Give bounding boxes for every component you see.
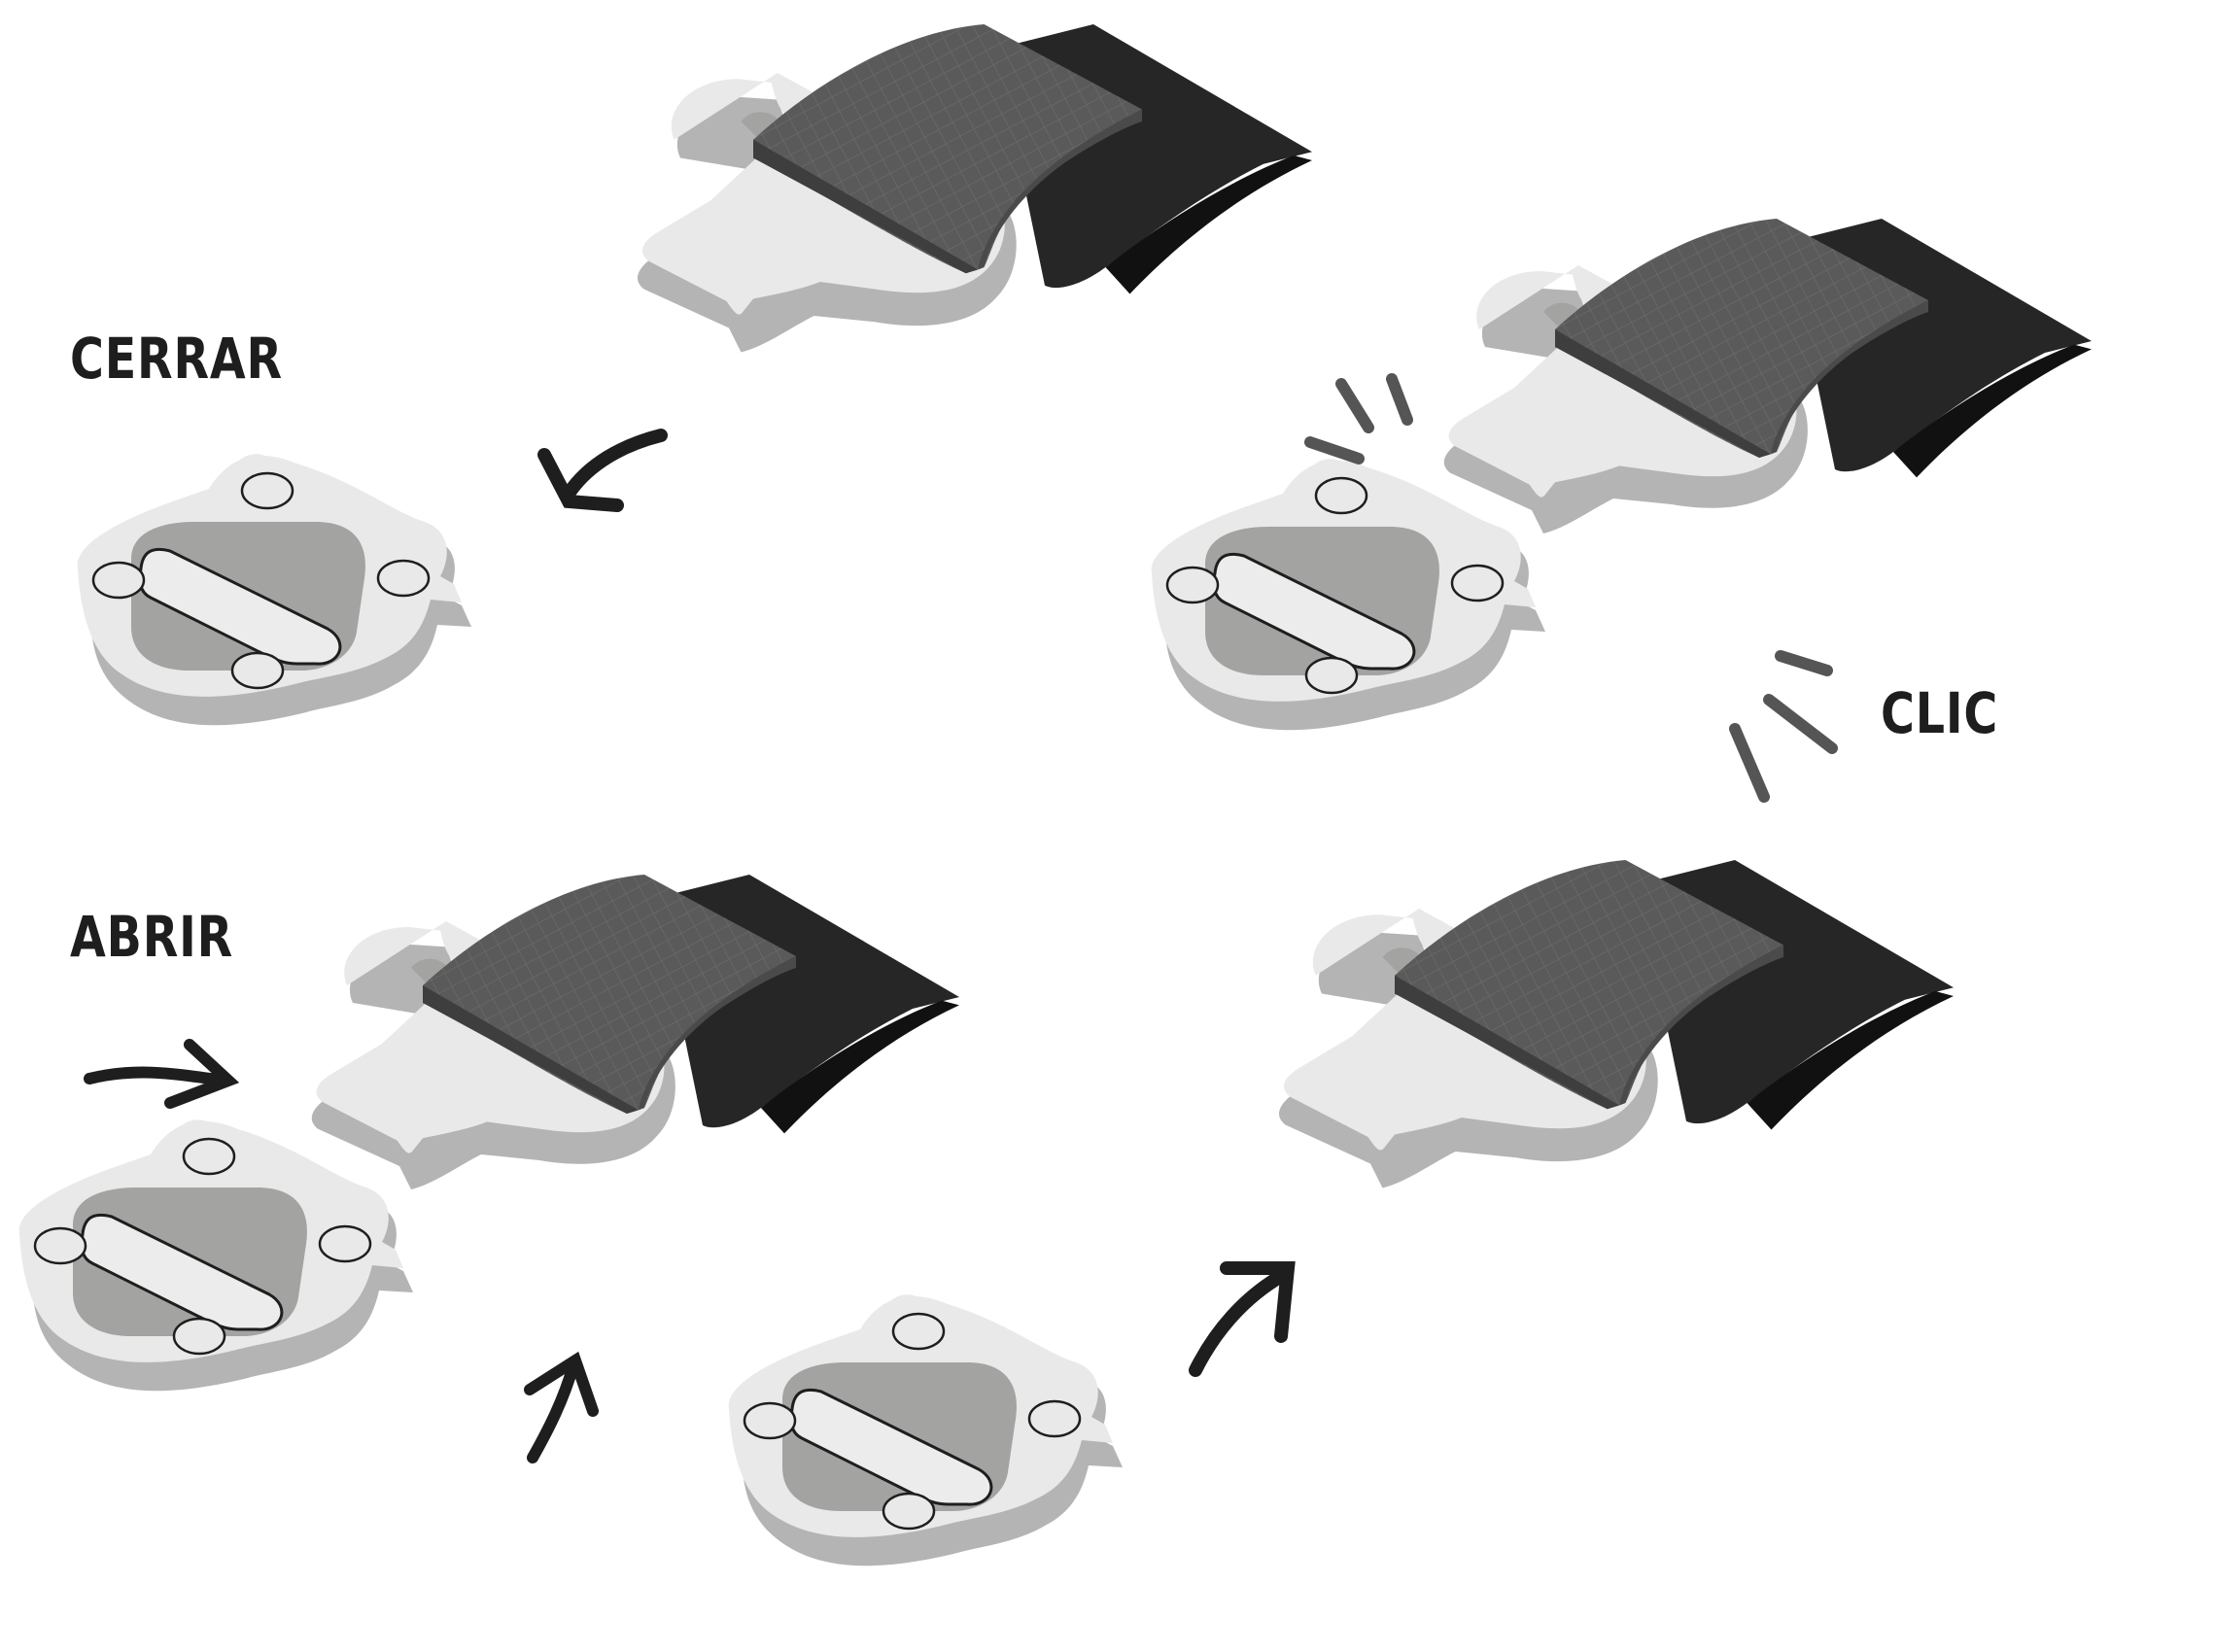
squeeze-arrow-bottom-icon (530, 1360, 593, 1458)
clicked-female-buckle (1152, 459, 1545, 730)
close-step-male-buckle (638, 24, 1312, 353)
released-male-buckle (1279, 860, 1954, 1188)
close-step-female-buckle (78, 454, 471, 725)
open-label: ABRIR (70, 904, 233, 970)
close-label: CERRAR (70, 326, 283, 392)
squeeze-arrow-top-icon (89, 1045, 228, 1103)
open-step-female-buckle (19, 1119, 413, 1391)
close-arrow-icon (544, 435, 661, 505)
clicked-male-buckle (1444, 219, 2092, 533)
click-label: CLIC (1881, 680, 1998, 746)
release-arrow-icon (1195, 1268, 1288, 1370)
released-female-buckle (729, 1294, 1123, 1566)
open-step-male-buckle (312, 875, 959, 1189)
